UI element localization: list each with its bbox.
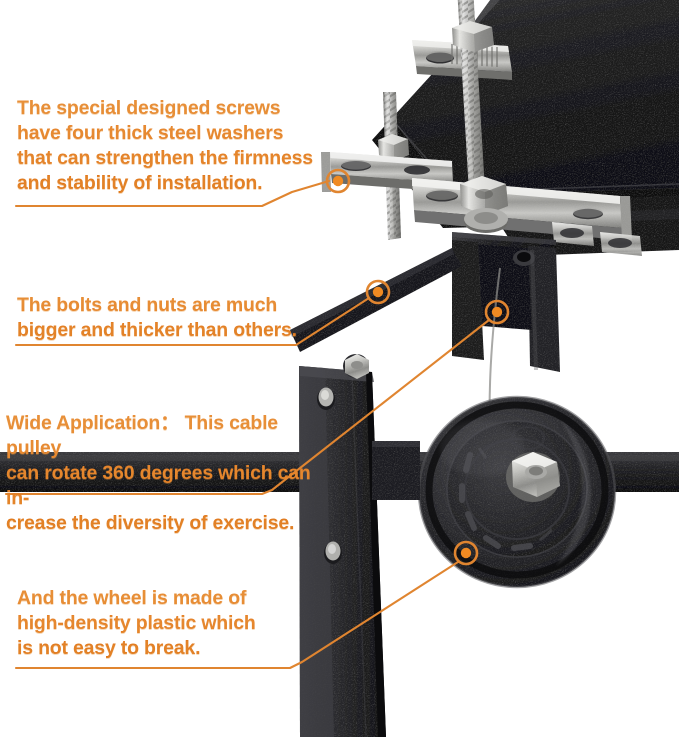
- axle-bolt: [506, 452, 560, 502]
- left-hex-nut: [378, 134, 409, 161]
- main-hex-nut: [460, 176, 508, 215]
- callout-text-bolts-nuts: The bolts and nuts are much bigger and t…: [17, 293, 317, 343]
- post-side-arm: [372, 441, 420, 500]
- upper-hex-nut-top: [452, 21, 494, 52]
- upper-threaded-rod: [457, 0, 486, 210]
- callout-text-wheel-material: And the wheel is made of high-density pl…: [17, 586, 317, 661]
- main-bolt-head: [464, 208, 508, 233]
- right-bracket-tabs: [552, 222, 642, 256]
- callout-text-screws-washers: The special designed screws have four th…: [17, 96, 317, 196]
- callout-text-wide-application: Wide Application： This cable pulley can …: [6, 411, 318, 536]
- pulley-wheel: [417, 395, 617, 589]
- post-bolt-lower: [324, 541, 342, 564]
